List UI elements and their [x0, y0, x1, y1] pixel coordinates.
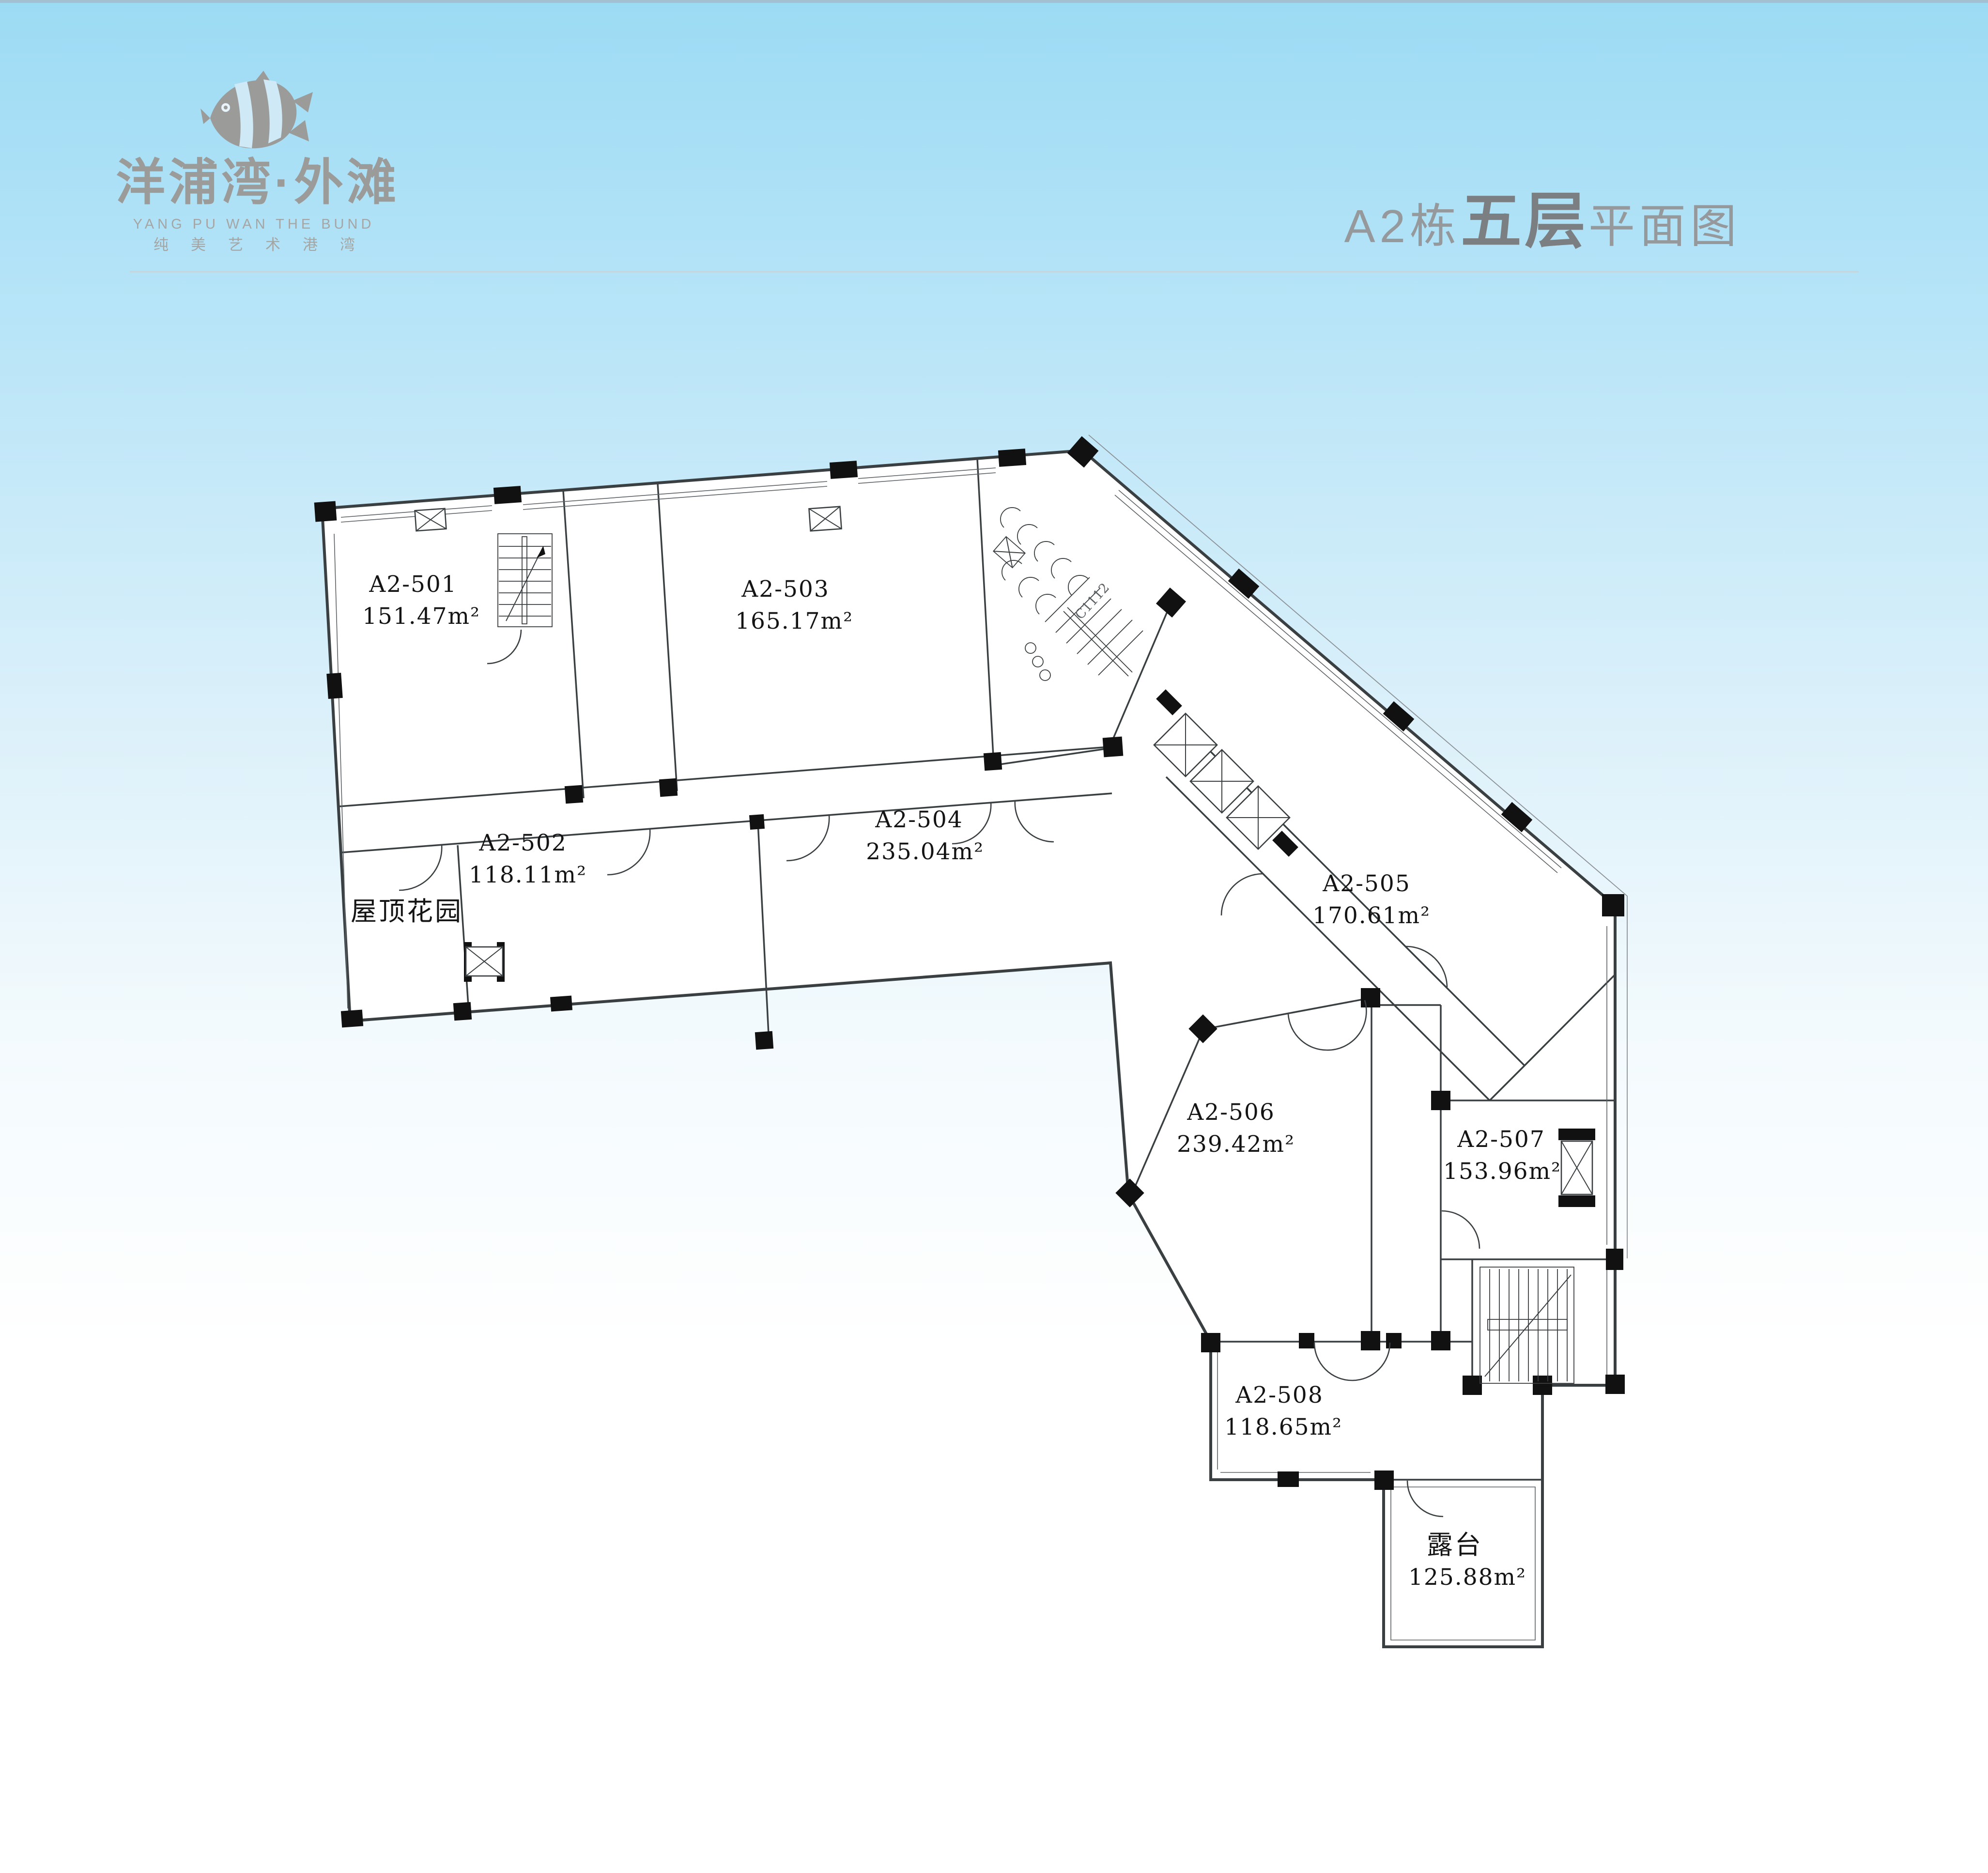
room-label-a2-502: A2-502 118.11m²	[469, 830, 587, 888]
room-label-a2-505: A2-505 170.61m²	[1312, 870, 1431, 929]
room-label-a2-504: A2-504 235.04m²	[866, 806, 984, 865]
elevator-bank-icon	[1153, 712, 1291, 850]
room-label-a2-506: A2-506 239.42m²	[1177, 1099, 1295, 1158]
svg-text:A2-503: A2-503	[741, 576, 829, 603]
svg-text:125.88m²: 125.88m²	[1408, 1564, 1526, 1591]
svg-text:A2-501: A2-501	[369, 571, 457, 598]
tropical-fish-icon	[200, 71, 313, 149]
svg-text:118.65m²: 118.65m²	[1224, 1414, 1342, 1440]
vent-box-icons	[414, 506, 842, 532]
staircase-top-icon	[497, 533, 553, 627]
brand-name: 洋浦湾·外滩	[116, 155, 400, 210]
svg-text:露台: 露台	[1427, 1530, 1483, 1560]
staircase-center-icon	[1045, 577, 1143, 677]
page-top-strip	[0, 0, 1988, 3]
svg-text:118.11m²: 118.11m²	[469, 862, 587, 888]
svg-text:165.17m²: 165.17m²	[735, 608, 853, 635]
svg-text:A2-504: A2-504	[875, 806, 963, 833]
building-outline	[320, 449, 1617, 1648]
room-label-a2-508: A2-508 118.65m²	[1224, 1382, 1342, 1440]
terrace-label: 露台 125.88m²	[1408, 1530, 1526, 1591]
svg-text:屋顶花园: 屋顶花园	[351, 896, 463, 927]
column-markers	[314, 436, 1625, 1490]
room-label-a2-507: A2-507 153.96m²	[1443, 1126, 1561, 1185]
room-label-a2-503: A2-503 165.17m²	[735, 576, 853, 635]
svg-text:A2-507: A2-507	[1457, 1126, 1545, 1153]
svg-text:235.04m²: 235.04m²	[866, 838, 984, 865]
service-elevator-icon	[464, 942, 505, 982]
svg-text:A2-502: A2-502	[478, 830, 567, 856]
svg-text:153.96m²: 153.96m²	[1443, 1158, 1561, 1185]
svg-text:151.47m²: 151.47m²	[362, 603, 480, 630]
svg-text:A2-506: A2-506	[1187, 1099, 1275, 1126]
door-arcs	[399, 629, 1480, 1517]
brand-tagline: 纯美艺术港湾	[154, 236, 377, 253]
room-label-a2-501: A2-501 151.47m²	[362, 571, 480, 630]
interior-walls	[339, 458, 1616, 1481]
page-title: A2栋五层平面图	[1344, 187, 1741, 255]
svg-text:239.42m²: 239.42m²	[1177, 1131, 1295, 1158]
staircase-bottom-icon	[1479, 1267, 1574, 1384]
svg-text:A2-505: A2-505	[1322, 870, 1410, 897]
restroom-fixtures	[992, 507, 1089, 681]
garden-label: 屋顶花园	[351, 896, 463, 927]
svg-text:A2-508: A2-508	[1235, 1382, 1323, 1409]
eave-line	[1088, 434, 1628, 1258]
floor-plan: A2-501 151.47m² A2-503 165.17m² 屋顶花园 A2-…	[314, 434, 1628, 1648]
header: 洋浦湾·外滩 YANG PU WAN THE BUND 纯美艺术港湾 A2栋五层…	[116, 71, 1859, 273]
svg-text:170.61m²: 170.61m²	[1312, 902, 1431, 929]
brand-name-en: YANG PU WAN THE BUND	[133, 217, 375, 232]
elevator-507-icon	[1558, 1129, 1595, 1207]
